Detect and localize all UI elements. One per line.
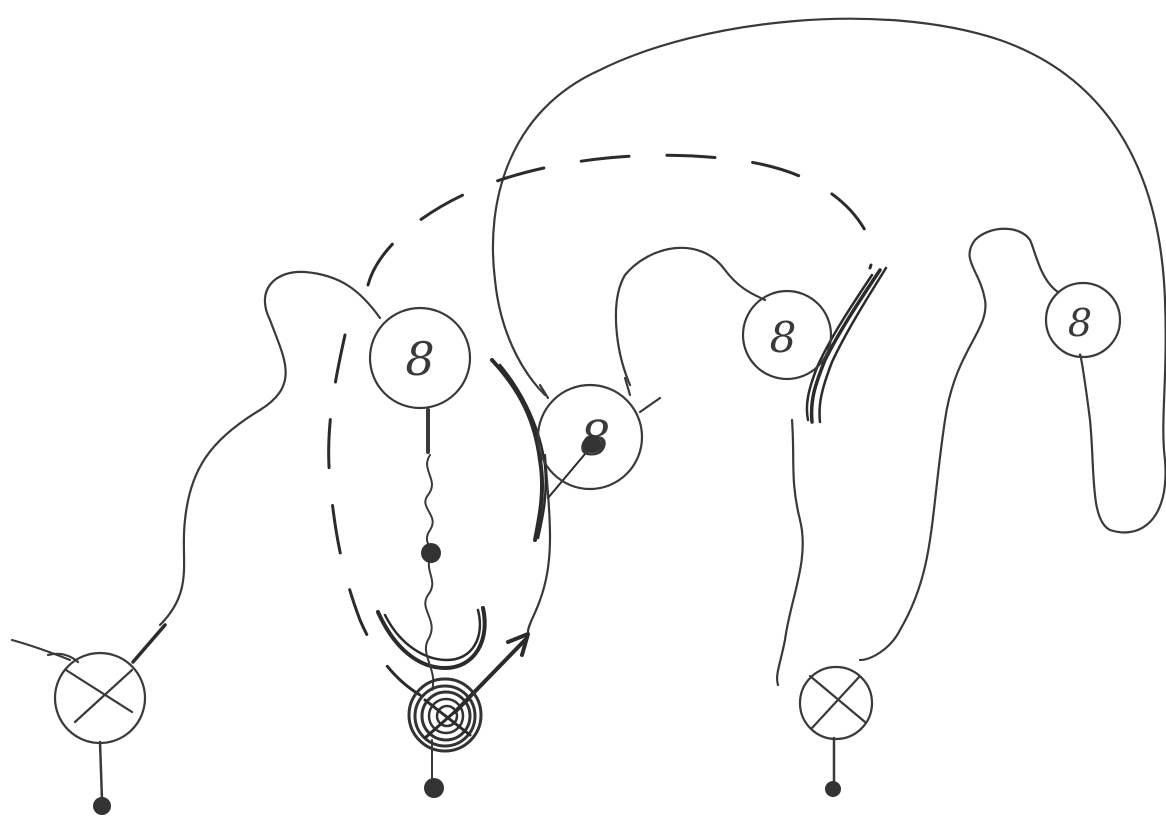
- tick-left-1: [12, 640, 70, 660]
- vertex-4: 8: [1046, 283, 1120, 357]
- cross-left-x: [66, 670, 132, 722]
- cross-vertex-center: [409, 679, 481, 751]
- cross-vertices: [55, 653, 872, 751]
- edge-middle-arch: [616, 248, 765, 385]
- vertex-3: 8: [743, 291, 831, 379]
- terminal-dots: [93, 543, 841, 815]
- tick-v2-right: [640, 398, 660, 412]
- vertex-3-glyph: 8: [770, 313, 797, 362]
- spine-wiggle: [425, 455, 433, 690]
- terminal-dot-center: [424, 778, 444, 798]
- vertices: 8 8 8 8: [370, 283, 1120, 489]
- dashed-top-arc: [368, 155, 873, 285]
- thick-bottom-arc: [378, 608, 485, 668]
- vertex-2-dot: [583, 435, 601, 453]
- cross-right-x: [810, 676, 865, 728]
- dashed-left-arc: [329, 335, 420, 695]
- thick-cross-leg: [133, 625, 165, 662]
- thick-bottom-arc-2: [385, 610, 480, 660]
- vertex-1: 8: [370, 308, 470, 408]
- center-spine: [100, 410, 834, 800]
- edge-right-down: [777, 420, 803, 685]
- edge-right-arch: [860, 229, 1058, 660]
- arrow: [455, 448, 590, 712]
- edge-lines: [12, 19, 1166, 685]
- spine-dot: [421, 543, 441, 563]
- vertex-1-glyph: 8: [405, 332, 434, 386]
- left-down-line: [100, 742, 102, 800]
- terminal-dot-left: [93, 797, 111, 815]
- terminal-dot-right: [825, 781, 841, 797]
- vertex-2: 8: [538, 385, 642, 489]
- cross-vertex-left: [55, 653, 145, 743]
- edge-left-loop: [160, 272, 380, 625]
- vertex-4-glyph: 8: [1068, 301, 1092, 345]
- cross-vertex-right: [800, 667, 872, 739]
